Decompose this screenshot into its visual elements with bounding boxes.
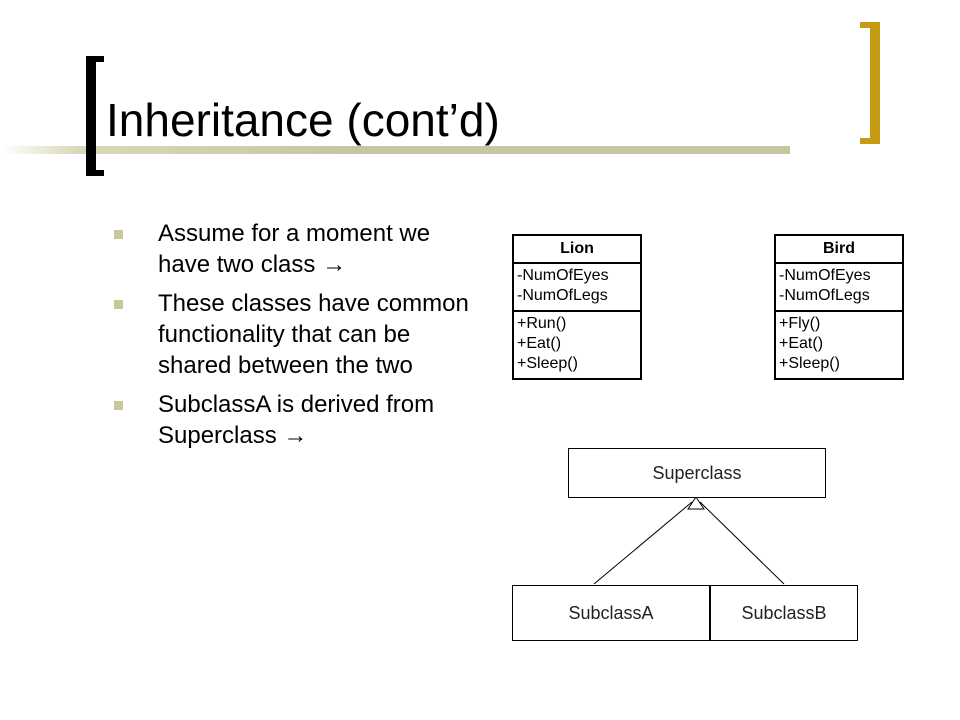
attribute: -NumOfEyes	[517, 267, 609, 284]
attribute: -NumOfEyes	[779, 267, 871, 284]
bullet-item: These classes have common functionality …	[110, 288, 480, 381]
bird-class-box: Bird -NumOfEyes -NumOfLegs +Fly() +Eat()…	[774, 234, 904, 380]
method: +Eat()	[517, 335, 562, 352]
connector-line-b	[699, 501, 785, 585]
class-attributes: -NumOfEyes -NumOfLegs	[514, 264, 640, 310]
attribute: -NumOfLegs	[779, 287, 870, 304]
bullet-item: SubclassA is derived from Superclass →	[110, 389, 480, 451]
connector-line-a	[593, 501, 693, 585]
title-underline-rule	[0, 146, 790, 154]
bullet-text: SubclassA is derived from Superclass →	[158, 391, 435, 449]
bullet-text: These classes have common functionality …	[158, 290, 469, 379]
slide-title: Inheritance (cont’d)	[106, 94, 500, 146]
bullet-text: Assume for a moment we have two class →	[158, 220, 431, 278]
class-name: Lion	[514, 236, 640, 264]
left-bracket-decoration	[86, 56, 104, 176]
inheritance-arrowhead-icon	[687, 496, 705, 510]
method: +Sleep()	[779, 355, 840, 372]
bullet-list: Assume for a moment we have two class → …	[110, 218, 480, 459]
bullet-item: Assume for a moment we have two class →	[110, 218, 480, 280]
method: +Eat()	[779, 335, 824, 352]
superclass-box: Superclass	[568, 448, 826, 498]
class-methods: +Fly() +Eat() +Sleep()	[776, 310, 902, 378]
square-bullet-icon	[114, 300, 123, 309]
subclass-a-box: SubclassA	[512, 585, 710, 641]
class-methods: +Run() +Eat() +Sleep()	[514, 310, 640, 378]
method: +Sleep()	[517, 355, 578, 372]
class-attributes: -NumOfEyes -NumOfLegs	[776, 264, 902, 310]
class-name: Bird	[776, 236, 902, 264]
method: +Run()	[517, 315, 567, 332]
attribute: -NumOfLegs	[517, 287, 608, 304]
method: +Fly()	[779, 315, 821, 332]
square-bullet-icon	[114, 401, 123, 410]
subclass-b-box: SubclassB	[710, 585, 858, 641]
lion-class-box: Lion -NumOfEyes -NumOfLegs +Run() +Eat()…	[512, 234, 642, 380]
square-bullet-icon	[114, 230, 123, 239]
right-bracket-decoration	[860, 22, 880, 144]
